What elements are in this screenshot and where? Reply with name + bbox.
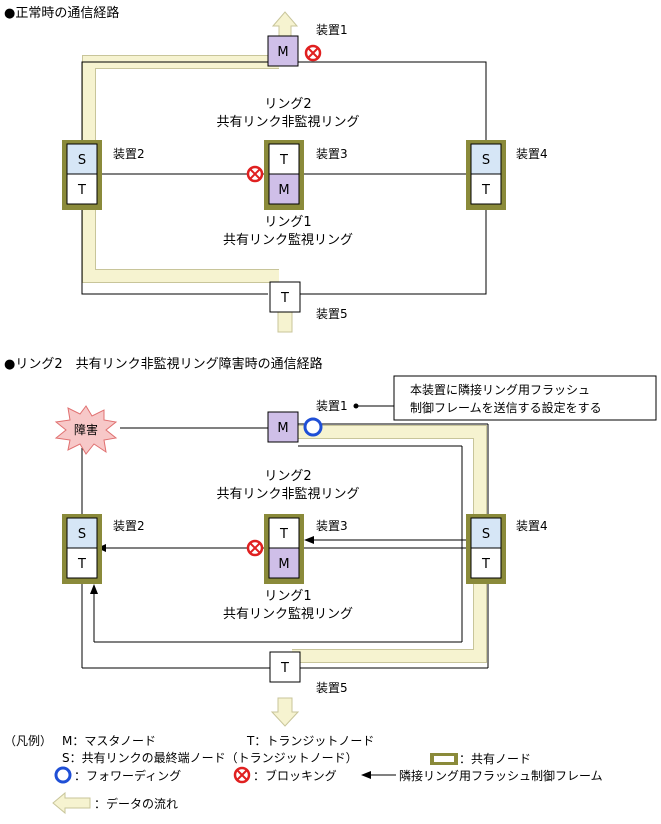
flush-arrow-device3 xyxy=(304,536,314,544)
callout-line2: 制御フレームを送信する設定をする xyxy=(410,400,602,415)
section1-title: ●正常時の通信経路 xyxy=(4,5,119,21)
node-label-m: M xyxy=(278,557,289,572)
ring1-label-line1: リング1 xyxy=(264,215,311,230)
ring1-label-line1: リング1 xyxy=(264,589,311,604)
section1-node-device4: S T xyxy=(466,140,506,210)
blocking-icon xyxy=(233,766,251,784)
legend-master: M：マスタノード xyxy=(62,734,156,748)
ring1-label-line2: 共有リンク監視リング xyxy=(223,232,353,248)
forwarding-icon xyxy=(54,766,72,784)
node-label-m: M xyxy=(277,421,288,436)
node-label-t: T xyxy=(280,291,289,306)
label-device4: 装置4 xyxy=(516,147,548,161)
blocking-icon xyxy=(304,44,322,62)
data-flow-arrow-bottom xyxy=(270,697,300,727)
label-device2: 装置2 xyxy=(113,147,145,161)
ring2-label-line1: リング2 xyxy=(264,97,311,112)
label-device1: 装置1 xyxy=(316,23,348,37)
ring2-label-line2: 共有リンク非監視リング xyxy=(216,114,359,130)
node-label-t: T xyxy=(481,557,490,572)
legend-data-flow-icon xyxy=(52,791,91,815)
label-device3: 装置3 xyxy=(316,147,348,161)
section1-node-device2: S T xyxy=(62,140,102,210)
node-label-t: T xyxy=(279,153,288,168)
legend-data-flow: ：データの流れ xyxy=(94,796,178,811)
section2-node-device1: M xyxy=(267,411,299,443)
node-label-m: M xyxy=(278,183,289,198)
legend-shared-end: S：共有リンクの最終端ノード（トランジットノード） xyxy=(62,750,358,765)
label-device1: 装置1 xyxy=(316,399,348,413)
data-flow-arrow-top xyxy=(271,11,299,41)
legend-flush-frame: 隣接リング用フラッシュ制御フレーム xyxy=(399,768,603,783)
data-flow-stub-bottom xyxy=(277,311,293,333)
legend-blocking: ：ブロッキング xyxy=(253,768,337,783)
label-device3: 装置3 xyxy=(316,519,348,533)
node-label-t: T xyxy=(481,183,490,198)
node-label-s: S xyxy=(482,153,490,168)
blocking-icon xyxy=(246,165,264,183)
label-device5: 装置5 xyxy=(316,681,348,695)
section2-node-device3: T M xyxy=(264,514,304,584)
callout: 本装置に隣接リング用フラッシュ 制御フレームを送信する設定をする xyxy=(353,375,657,421)
section1-node-device1: M xyxy=(267,35,299,67)
fault-label: 障害 xyxy=(74,422,98,437)
legend-forwarding: ：フォワーディング xyxy=(74,768,181,783)
forwarding-icon xyxy=(303,417,323,437)
legend: （凡例） M：マスタノード T：トランジットノード S：共有リンクの最終端ノード… xyxy=(4,734,603,815)
section1-node-device3: T M xyxy=(264,140,304,210)
section2-node-device2: S T xyxy=(62,514,102,584)
node-label-m: M xyxy=(277,45,288,60)
section1-node-device5: T xyxy=(269,281,301,313)
node-label-t: T xyxy=(280,661,289,676)
node-label-t: T xyxy=(77,557,86,572)
callout-line1: 本装置に隣接リング用フラッシュ xyxy=(410,382,590,397)
label-device4: 装置4 xyxy=(516,519,548,533)
node-label-t: T xyxy=(279,527,288,542)
node-label-t: T xyxy=(77,183,86,198)
node-label-s: S xyxy=(482,527,490,542)
ring1-label-line2: 共有リンク監視リング xyxy=(223,606,353,622)
label-device2: 装置2 xyxy=(113,519,145,533)
ring2-label-line1: リング2 xyxy=(264,469,311,484)
fault-burst: 障害 xyxy=(54,405,118,455)
node-label-s: S xyxy=(78,527,86,542)
legend-shared-node: ：共有ノード xyxy=(459,752,531,766)
label-device5: 装置5 xyxy=(316,307,348,321)
legend-transit: T：トランジットノード xyxy=(246,734,374,748)
section2-ring-lines xyxy=(81,423,489,669)
section2-title: ●リング2 共有リンク非監視リング障害時の通信経路 xyxy=(4,356,323,372)
section2-node-device5: T xyxy=(269,651,301,683)
blocking-icon xyxy=(246,539,264,557)
legend-flush-arrow-icon xyxy=(361,771,371,779)
node-label-s: S xyxy=(78,153,86,168)
section2-node-device4: S T xyxy=(466,514,506,584)
legend-prefix: （凡例） xyxy=(4,734,52,748)
ring2-label-line2: 共有リンク非監視リング xyxy=(216,486,359,502)
flush-arrow-up xyxy=(90,584,98,594)
